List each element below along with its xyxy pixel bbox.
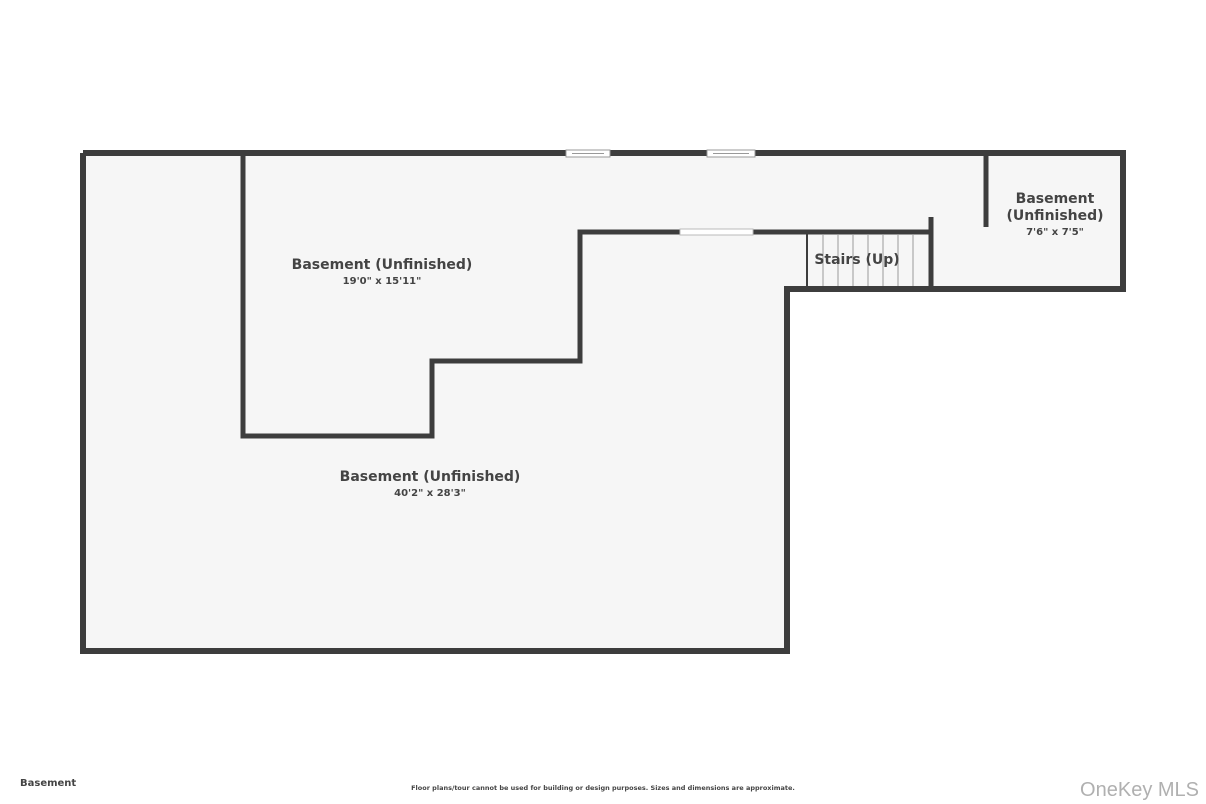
room-dimensions-basement-3: 7'6" x 7'5"	[1026, 227, 1084, 238]
exterior-walls	[80, 150, 1126, 654]
room-dimensions-basement-1: 19'0" x 15'11"	[342, 276, 422, 287]
interior-walls	[240, 153, 989, 439]
stairs-treads	[822, 235, 914, 287]
room-name-basement-2: Basement (Unfinished)	[339, 469, 521, 485]
room-name-basement-1: Basement (Unfinished)	[291, 257, 473, 273]
room-name-basement-3-line2: (Unfinished)	[1006, 208, 1104, 224]
floor-area	[83, 153, 1123, 651]
floor-label: Basement	[20, 778, 77, 789]
watermark-logo: OneKey MLS	[1080, 779, 1199, 801]
window-2	[706, 149, 756, 158]
room-dimensions-basement-2: 40'2" x 28'3"	[394, 488, 466, 499]
room-name-basement-3-line1: Basement	[1015, 191, 1095, 207]
window-1	[565, 149, 611, 158]
disclaimer-text: Floor plans/tour cannot be used for buil…	[411, 784, 795, 792]
wall-opening	[679, 228, 754, 236]
room-name-stairs: Stairs (Up)	[814, 252, 900, 268]
